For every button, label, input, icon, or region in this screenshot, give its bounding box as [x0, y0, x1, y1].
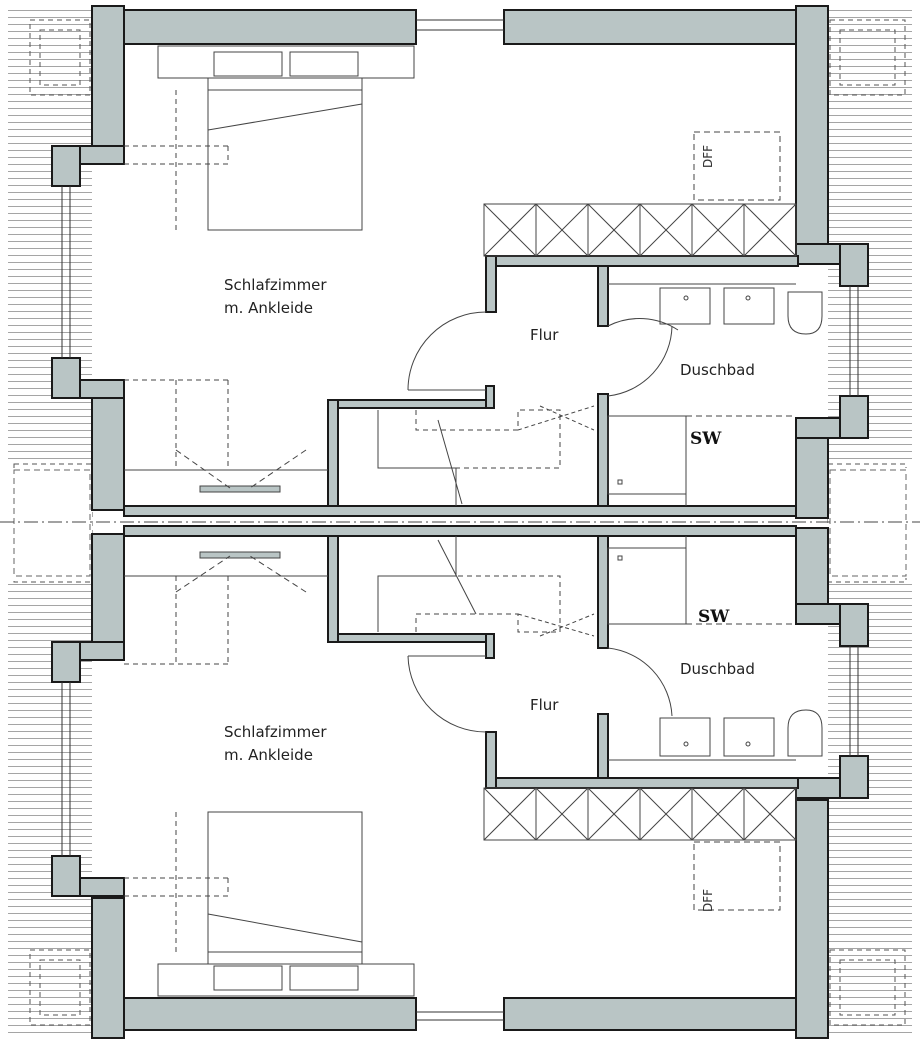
wall-top-left [123, 9, 417, 45]
walls [51, 5, 869, 1039]
wall-left-outer-mid-upper [91, 391, 125, 511]
wall-right-outer-upper [795, 5, 829, 247]
wall-left-outer-mid-lower [91, 533, 125, 653]
skylight-label-upper: DFF [701, 145, 715, 168]
skylight-label-lower: DFF [701, 889, 715, 912]
bedroom-label-lower-line2: m. Ankleide [224, 746, 313, 764]
wall-bottom-left [123, 997, 417, 1031]
labels-upper: Schlafzimmer m. Ankleide Flur Duschbad S… [224, 145, 755, 449]
windows [61, 19, 859, 1021]
labels-lower: Schlafzimmer m. Ankleide Flur Duschbad S… [224, 607, 755, 912]
roof-right-upper [828, 6, 912, 462]
furniture-upper [124, 45, 823, 506]
bed-lower [157, 963, 415, 997]
bathroom-label-lower: Duschbad [680, 660, 755, 678]
hall-label-lower: Flur [530, 696, 559, 714]
party-wall [123, 505, 797, 517]
wall-bottom-right [503, 997, 797, 1031]
wall-top-right [503, 9, 797, 45]
bathroom-label-upper: Duschbad [680, 361, 755, 379]
bed-upper [157, 45, 415, 79]
hall-label-upper: Flur [530, 326, 559, 344]
shaft-label-upper: SW [690, 429, 722, 449]
bedroom-label-upper-line1: Schlafzimmer [224, 276, 327, 294]
wall-left-outer-upper [91, 5, 125, 147]
wall-right-outer-lower [795, 799, 829, 1039]
bedroom-label-upper-line2: m. Ankleide [224, 299, 313, 317]
roof-right-lower [828, 584, 912, 1038]
furniture-lower [124, 536, 823, 997]
shaft-label-lower: SW [698, 607, 730, 627]
wall-left-outer-lower [91, 897, 125, 1039]
bedroom-label-lower-line1: Schlafzimmer [224, 723, 327, 741]
